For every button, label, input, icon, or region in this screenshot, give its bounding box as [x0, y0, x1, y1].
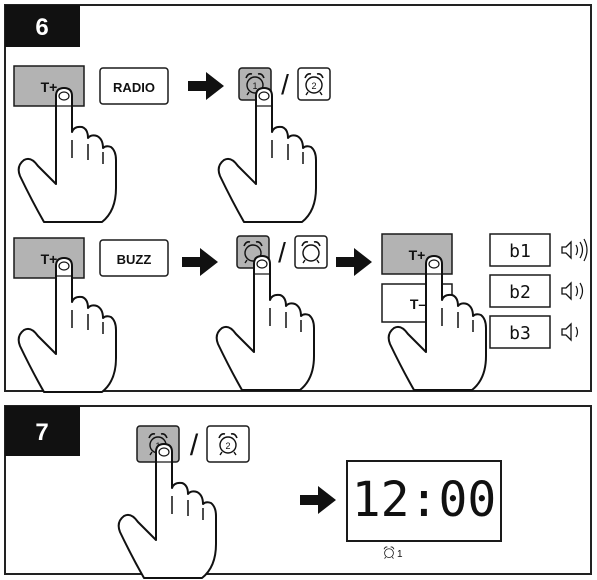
option-b1-display — [489, 233, 551, 267]
buzz-options: b1 b2 b3 — [489, 233, 588, 349]
speaker-icon — [561, 323, 572, 341]
step6-number: 6 — [35, 14, 48, 41]
radio-button[interactable] — [99, 67, 169, 105]
speaker-icon — [561, 241, 572, 259]
hand-pointer-icon — [215, 255, 315, 391]
hand-pointer-icon — [17, 87, 117, 223]
slash-separator: / — [190, 429, 199, 462]
t-plus-label: T+ — [41, 251, 58, 267]
step7-number: 7 — [35, 419, 48, 446]
step7-header — [5, 406, 80, 456]
slash-separator: / — [278, 237, 286, 268]
step6-header — [5, 5, 80, 47]
arrow-right-icon — [188, 72, 224, 100]
option-b3-label: b3 — [509, 323, 531, 344]
alarm1-digit: 1 — [252, 81, 257, 91]
hand-pointer-icon — [387, 255, 487, 391]
hand-pointer-icon — [217, 87, 317, 223]
alarm2-button[interactable] — [294, 235, 328, 269]
option-b3-display — [489, 315, 551, 349]
slash-separator: / — [281, 69, 289, 100]
radio-label: RADIO — [113, 80, 155, 95]
alarm-indicator-label: 1 — [397, 549, 403, 560]
buzz-label: BUZZ — [117, 252, 152, 267]
clock-display — [346, 460, 502, 542]
t-minus-label: T– — [410, 296, 427, 312]
t-plus-label: T+ — [409, 247, 426, 263]
hand-pointer-icon — [117, 443, 217, 579]
step6-panel — [4, 4, 592, 392]
arrow-right-icon — [300, 486, 336, 514]
option-b2-label: b2 — [509, 282, 531, 303]
volume-waves-icon — [575, 282, 584, 300]
option-b2-display — [489, 274, 551, 308]
alarm2-button[interactable] — [206, 425, 250, 463]
display-time: 12:00 — [352, 472, 497, 528]
alarm-indicator-icon — [383, 546, 395, 560]
volume-waves-icon — [575, 238, 588, 262]
speaker-icon — [561, 282, 572, 300]
volume-waves-icon — [575, 326, 579, 338]
alarm2-digit: 2 — [225, 441, 230, 451]
arrow-right-icon — [336, 248, 372, 276]
arrow-right-icon — [182, 248, 218, 276]
step7-panel — [4, 405, 592, 575]
alarm2-digit: 2 — [311, 81, 316, 91]
t-plus-label: T+ — [41, 79, 58, 95]
option-b1-label: b1 — [509, 241, 531, 262]
buzz-button[interactable] — [99, 239, 169, 277]
